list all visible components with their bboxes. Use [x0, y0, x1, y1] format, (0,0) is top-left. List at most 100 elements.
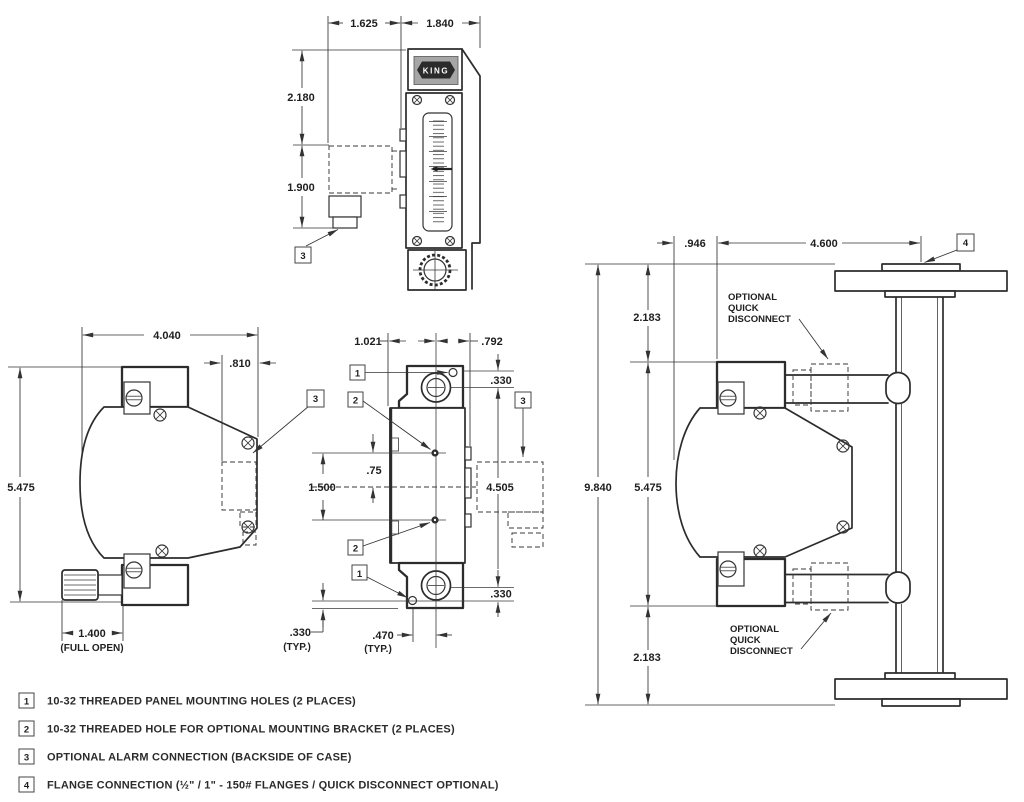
- dim-front-lower-height: 1.900: [287, 182, 315, 194]
- dim-side-alarm-offset: .810: [229, 358, 250, 370]
- dim-side-height: 5.475: [7, 482, 35, 494]
- callout-box-2-bottom: [347, 539, 364, 556]
- dim-flanged-flange-reach: 4.600: [810, 238, 838, 250]
- note-row-3: 3 OPTIONAL ALARM CONNECTION (BACKSIDE OF…: [18, 748, 352, 765]
- note-number-3: 3: [24, 753, 29, 764]
- dim-front-upper-height: 2.180: [287, 92, 315, 104]
- qd-label-bottom-line1: OPTIONAL: [730, 624, 779, 635]
- callout-number-3-rear: 3: [520, 396, 525, 407]
- note-row-4: 4 FLANGE CONNECTION (½" / 1" - 150# FLAN…: [18, 776, 499, 793]
- rear-view-dimension-lines: [311, 333, 501, 642]
- top-flange: [834, 263, 1008, 298]
- alarm-connector-dashed-side: [221, 461, 257, 511]
- rear-view-geometry: [389, 364, 472, 610]
- bottom-flange: [834, 672, 1008, 707]
- side-view: 4.040 .810 5.475 1.400 (FULL OPEN) 3: [7, 327, 325, 654]
- dim-flanged-body-offset: .946: [684, 238, 705, 250]
- alarm-connection-dashed-outline: [328, 145, 393, 194]
- note-text-2: 10-32 THREADED HOLE FOR OPTIONAL MOUNTIN…: [47, 724, 455, 736]
- dim-flanged-bottom-offset: 2.183: [633, 652, 661, 664]
- case-screws-flanged: [753, 406, 850, 558]
- front-view-alarm-connection: [294, 145, 400, 264]
- rear-view: 1.021 .792 .330 .75 1.500 4.505 .330 .33…: [283, 333, 544, 655]
- dim-front-right-width: 1.840: [426, 18, 454, 30]
- float-pointer: [430, 166, 452, 172]
- callout-box-3-side: [306, 389, 325, 408]
- note-box-4: [18, 776, 35, 793]
- rear-body: [389, 407, 466, 564]
- case-screws-side: [153, 408, 255, 558]
- note-text-4: FLANGE CONNECTION (½" / 1" - 150# FLANGE…: [47, 780, 499, 792]
- callout-box-1-top: [349, 364, 366, 381]
- flanged-view-overlays: [792, 233, 975, 650]
- dim-rear-edge-offset: .330: [290, 627, 311, 639]
- threaded-hole-bottom: [407, 595, 418, 606]
- brand-logo-text: KING: [423, 67, 449, 76]
- flanged-view: .946 4.600 2.183 9.840 5.475 2.183 OPTIO…: [584, 233, 1008, 707]
- callout-box-3: [294, 246, 312, 264]
- qd-label-top-line3: DISCONNECT: [728, 314, 791, 325]
- dim-rear-center-typ: (TYP.): [364, 644, 392, 655]
- callout-number-3: 3: [300, 251, 305, 262]
- note-row-1: 1 10-32 THREADED PANEL MOUNTING HOLES (2…: [18, 692, 356, 709]
- note-box-1: [18, 692, 35, 709]
- callout-number-4: 4: [963, 238, 969, 249]
- callout-number-1-top: 1: [355, 369, 361, 380]
- case-screws: [411, 94, 456, 247]
- note-box-3: [18, 748, 35, 765]
- callout-number-1-bottom: 1: [357, 569, 363, 580]
- dim-side-valve-note: (FULL OPEN): [60, 643, 123, 654]
- flanged-view-dimension-lines: [585, 236, 922, 706]
- front-view: KING: [287, 16, 481, 291]
- notes-legend: 1 10-32 THREADED PANEL MOUNTING HOLES (2…: [18, 692, 499, 793]
- dim-rear-panel-hole-span: 4.505: [486, 482, 514, 494]
- side-view-geometry: [61, 365, 258, 607]
- pipe: [895, 296, 944, 674]
- qd-label-bottom-line3: DISCONNECT: [730, 646, 793, 657]
- dim-rear-top-hole-offset: .330: [490, 375, 511, 387]
- note-box-2: [18, 720, 35, 737]
- dim-flanged-case-height: 5.475: [634, 482, 662, 494]
- qd-label-bottom-line2: QUICK: [730, 635, 761, 646]
- qd-label-top-line2: QUICK: [728, 303, 759, 314]
- dim-flanged-top-offset: 2.183: [633, 312, 661, 324]
- rear-view-overlays: [312, 333, 544, 648]
- dim-flanged-overall-height: 9.840: [584, 482, 612, 494]
- note-number-4: 4: [24, 781, 30, 792]
- dim-side-width: 4.040: [153, 330, 181, 342]
- side-view-overlays: [221, 355, 325, 546]
- callout-number-2-bottom: 2: [353, 544, 358, 555]
- valve-stem: [97, 574, 123, 596]
- note-number-2: 2: [24, 725, 29, 736]
- bottom-connection-tube: [784, 571, 911, 604]
- side-view-dimension-lines: [8, 327, 276, 641]
- meter-case-flanged: [675, 407, 853, 558]
- dim-rear-bracket-hole-offset: .75: [366, 465, 381, 477]
- scale-ruler-ticks: [429, 119, 447, 225]
- side-view-labels: 4.040 .810 5.475 1.400 (FULL OPEN) 3: [7, 330, 318, 654]
- note-text-3: OPTIONAL ALARM CONNECTION (BACKSIDE OF C…: [47, 752, 352, 764]
- callout-box-3-rear: [514, 391, 532, 409]
- dim-front-left-width: 1.625: [350, 18, 378, 30]
- note-number-1: 1: [24, 697, 30, 708]
- dim-rear-hole-to-center: .470: [372, 630, 393, 642]
- callout-number-3-side: 3: [313, 394, 318, 405]
- note-text-1: 10-32 THREADED PANEL MOUNTING HOLES (2 P…: [47, 696, 356, 708]
- front-view-dimension-lines: [292, 16, 481, 229]
- dim-rear-bottom-hole-offset: .330: [490, 589, 511, 601]
- front-view-geometry: KING: [399, 48, 481, 291]
- callout-box-4: [956, 233, 975, 252]
- logo-hexagon: [417, 61, 455, 79]
- rear-view-labels: 1.021 .792 .330 .75 1.500 4.505 .330 .33…: [283, 336, 525, 655]
- callout-box-2-top: [347, 391, 364, 408]
- flanged-view-geometry: [675, 263, 1008, 707]
- dim-side-valve-extent: 1.400: [78, 628, 106, 640]
- flanged-view-labels: .946 4.600 2.183 9.840 5.475 2.183 OPTIO…: [584, 238, 969, 664]
- callout-box-1-bottom: [351, 564, 368, 581]
- dim-rear-left-width: 1.021: [354, 336, 382, 348]
- threaded-hole-top: [448, 367, 458, 378]
- dim-rear-right-width: .792: [481, 336, 502, 348]
- dim-rear-edge-typ: (TYP.): [283, 642, 311, 653]
